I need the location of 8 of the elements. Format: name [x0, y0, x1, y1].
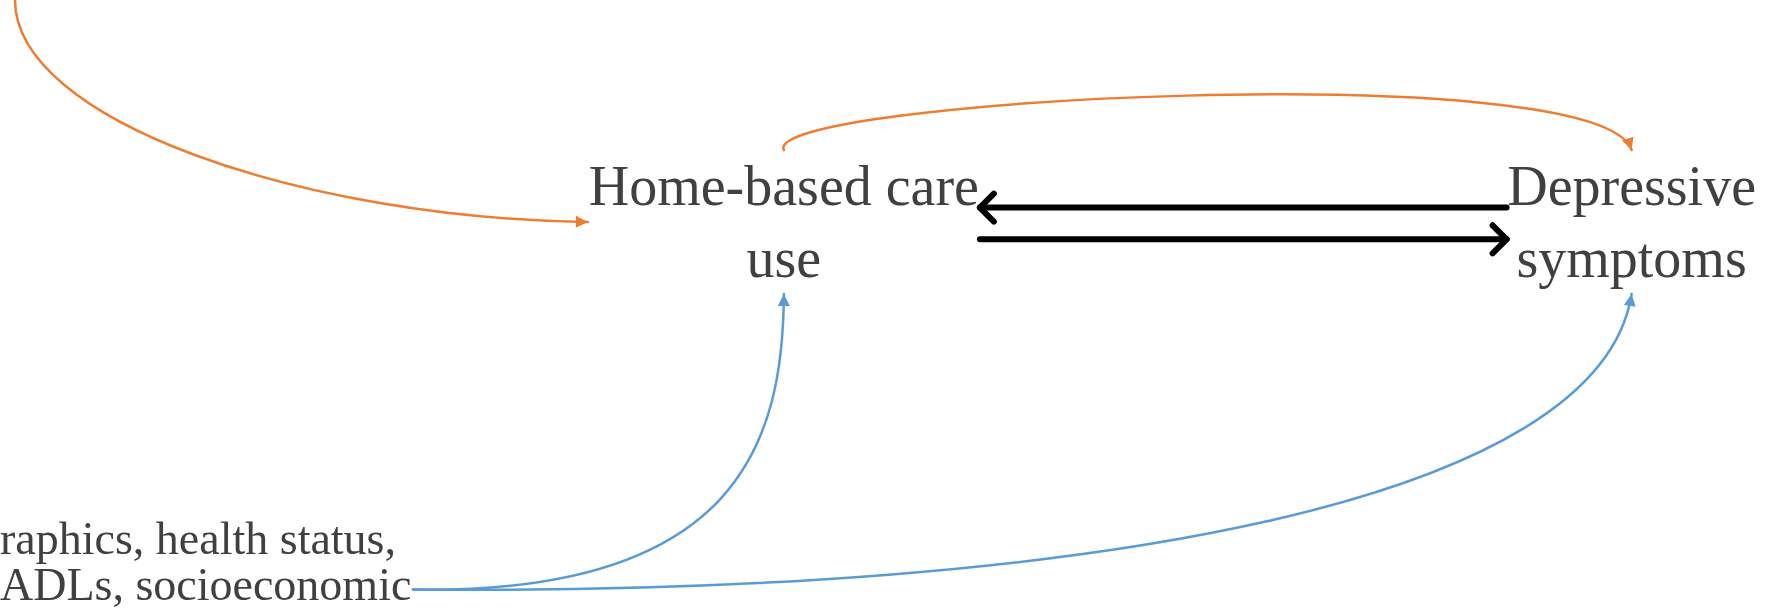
arrow [976, 190, 1510, 225]
node-label: Home-based care use [587, 154, 980, 291]
arrow [411, 292, 1634, 591]
arrow [13, 0, 590, 228]
arrow [782, 93, 1633, 152]
node-label: raphics, health status, ADLs, socioeconomic [0, 516, 413, 608]
node-label: Depressive symptoms [1506, 154, 1757, 291]
arrow [976, 222, 1510, 257]
